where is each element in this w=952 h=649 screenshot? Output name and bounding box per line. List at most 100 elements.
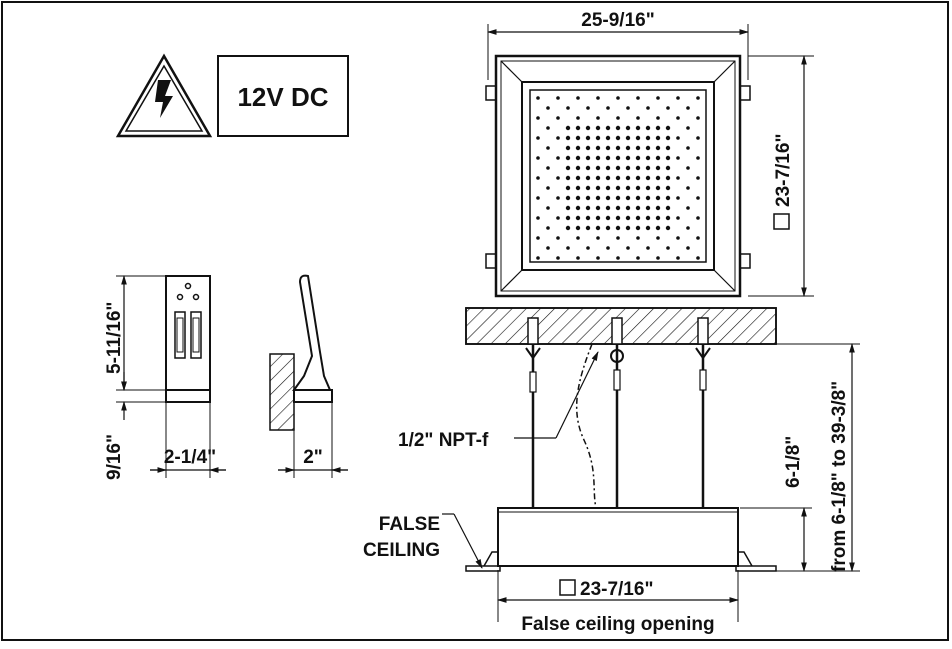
nozzle-dot [536,156,540,160]
nozzle-dot [616,116,620,120]
nozzle-dot [536,236,540,240]
nozzle-dot [635,155,641,161]
nozzle-dot [565,195,571,201]
nozzle-dot [666,246,670,250]
nozzle-dot [615,155,621,161]
nozzle-dot [636,96,640,100]
control-box-side-view: 2" [269,274,348,478]
suspension-rod [610,317,624,508]
nozzle-dot [595,215,601,221]
nozzle-dot [575,205,581,211]
nozzle-dot [565,155,571,161]
voltage-label: 12V DC [237,82,328,112]
nozzle-dot [645,225,651,231]
nozzle-dot [686,186,690,190]
nozzle-dot [655,175,661,181]
nozzle-dot [576,256,580,260]
nozzle-dot [635,145,641,151]
nozzle-dot [696,96,700,100]
flexible-hose [575,343,597,509]
nozzle-dot [556,256,560,260]
nozzle-dot [665,215,671,221]
nozzle-dot [625,195,631,201]
nozzle-dot [626,106,630,110]
nozzle-dot [676,256,680,260]
nozzle-dot [605,205,611,211]
nozzle-dot [665,185,671,191]
nozzle-dot [646,246,650,250]
nozzle-dot [585,175,591,181]
nozzle-dot [645,145,651,151]
square-symbol-icon [773,213,790,230]
nozzle-dot [536,256,540,260]
nozzle-dot [536,216,540,220]
shower-frame-edge [500,60,736,292]
nozzle-dot [655,225,661,231]
nozzle-dot [556,156,560,160]
nozzle-dot [656,256,660,260]
nozzle-dot [596,116,600,120]
nozzle-dot [595,225,601,231]
nozzle-dot [696,116,700,120]
shower-body [497,507,739,567]
square-symbol-icon [559,579,576,596]
false-ceiling-panel [735,565,777,572]
nozzle-dot [585,215,591,221]
nozzle-dot [615,145,621,151]
nozzle-dot [686,246,690,250]
nozzle-dot [565,185,571,191]
nozzle-dot [636,256,640,260]
nozzle-dot [665,225,671,231]
nozzle-dot [576,236,580,240]
nozzle-dot [565,135,571,141]
control-width-label: 2-1/4" [164,447,216,468]
nozzle-dot [636,236,640,240]
nozzle-dot [655,155,661,161]
nozzle-dot [616,256,620,260]
nozzle-dot [536,176,540,180]
nozzle-dot [635,125,641,131]
nozzle-dot [625,175,631,181]
nozzle-dot [615,225,621,231]
nozzle-dot [605,175,611,181]
nozzle-dot [656,236,660,240]
nozzle-dot [665,125,671,131]
nozzle-dot [546,166,550,170]
nozzle-dot [645,195,651,201]
nozzle-dot [636,116,640,120]
nozzle-dot [625,145,631,151]
nozzle-dot [696,176,700,180]
nozzle-dot [615,185,621,191]
lightning-bolt-icon [155,80,173,118]
nozzle-dot [635,135,641,141]
nozzle-dot [625,155,631,161]
nozzle-dot [605,185,611,191]
nozzle-dot [556,96,560,100]
nozzle-dot [696,236,700,240]
nozzle-dot [686,226,690,230]
nozzle-dot [645,165,651,171]
control-box-base [165,389,211,403]
nozzle-dot [696,136,700,140]
nozzle-dot [585,165,591,171]
nozzle-dot [635,175,641,181]
control-box-body [165,275,211,391]
voltage-box [217,55,349,137]
nozzle-dot [656,116,660,120]
control-depth-label: 2" [303,447,323,468]
nozzle-dot [556,116,560,120]
nozzle-dot [676,216,680,220]
nozzle-dot [615,205,621,211]
nozzle-dot [696,196,700,200]
nozzle-dot [676,136,680,140]
nozzle-dot [616,236,620,240]
nozzle-dot [565,145,571,151]
control-base-label: 9/16" [104,434,125,480]
nozzle-dot [536,136,540,140]
nozzle-dot [566,246,570,250]
nozzle-dot [585,205,591,211]
nozzle-dot [686,146,690,150]
nozzle-dot [585,185,591,191]
nozzle-dot [556,216,560,220]
